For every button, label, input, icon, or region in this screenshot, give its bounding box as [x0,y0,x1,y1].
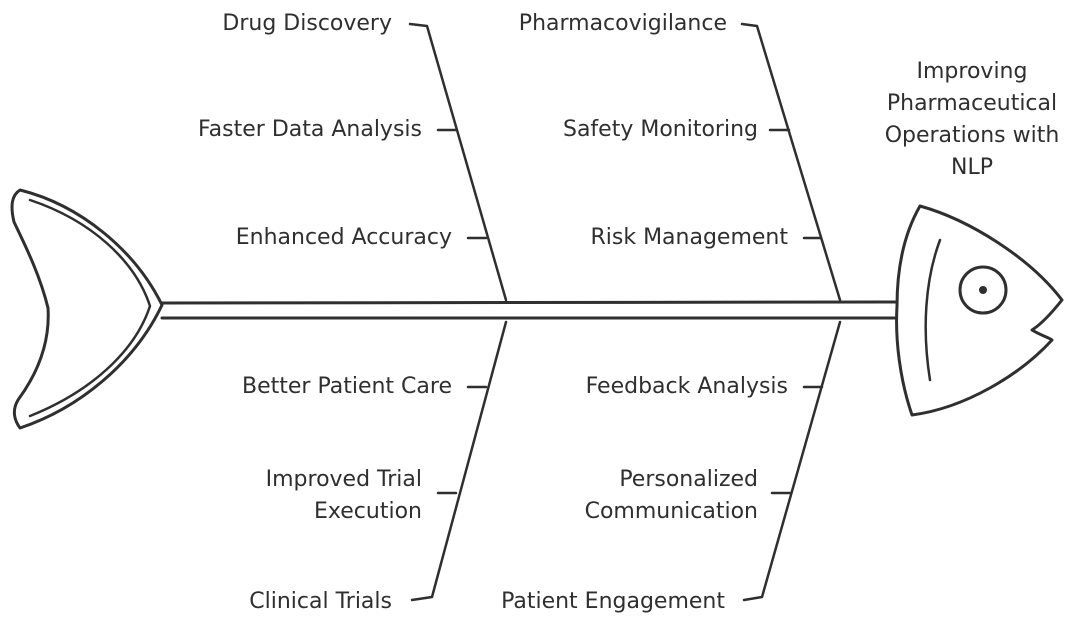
cause-feedback-analysis: Feedback Analysis [585,374,788,399]
cause-enhanced-accuracy: Enhanced Accuracy [235,225,452,250]
cause-personalized-communication-line-1: Personalized [619,467,758,492]
fish-spine [160,300,897,320]
effect-title-line-1: Improving [916,59,1028,84]
cause-improved-trial-execution-line-2: Execution [314,499,422,524]
cause-better-patient-care: Better Patient Care [242,374,452,399]
category-pharmacovigilance: Pharmacovigilance [518,11,727,36]
fish-gill [924,238,942,382]
fish-pupil [979,286,987,294]
cause-personalized-communication: Personalized Communication [585,464,758,528]
effect-title-line-3: Operations with [884,123,1060,148]
category-drug-discovery: Drug Discovery [222,11,392,36]
cause-improved-trial-execution-line-1: Improved Trial [265,467,422,492]
effect-title-line-4: NLP [951,155,993,180]
fish-tail-inner-line [28,198,152,418]
cause-improved-trial-execution: Improved Trial Execution [266,464,422,528]
cause-safety-monitoring: Safety Monitoring [562,117,758,142]
effect-title-line-2: Pharmaceutical [886,91,1058,116]
cause-risk-management: Risk Management [590,225,788,250]
fish-head [895,204,1064,417]
effect-title: Improving Pharmaceutical Operations with… [872,56,1072,184]
bone-patient-engagement [742,320,842,602]
cause-personalized-communication-line-2: Communication [584,499,758,524]
cause-faster-data-analysis: Faster Data Analysis [198,117,422,142]
fish-tail [10,188,164,430]
bone-drug-discovery [408,22,508,302]
fish-eye [958,265,1008,315]
bone-pharmacovigilance [740,22,842,302]
bone-clinical-trials [410,320,508,602]
category-patient-engagement: Patient Engagement [501,589,725,614]
category-clinical-trials: Clinical Trials [249,589,392,614]
